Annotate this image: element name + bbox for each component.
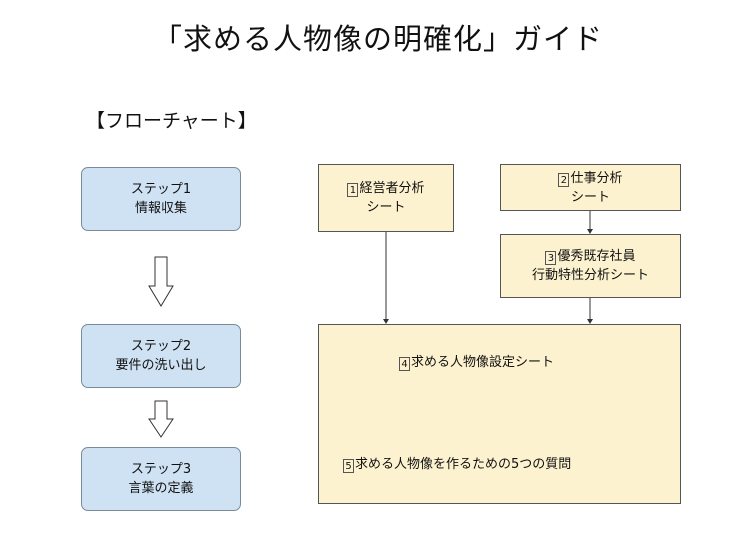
step-2-label: ステップ2 [130, 339, 192, 354]
page-title: 「求める人物像の明確化」ガイド [152, 22, 603, 56]
step-2-to-3-arrow [148, 400, 174, 438]
step-2-title: 要件の洗い出し [115, 358, 207, 373]
sheet-5-number: 5 [343, 459, 354, 473]
sheet-4-title: 求める人物像設定シート [411, 355, 555, 370]
step-1-title: 情報収集 [134, 201, 187, 216]
step-3-label: ステップ3 [130, 462, 192, 477]
sheet-1-title: 経営者分析 [359, 181, 425, 196]
step-2-box: ステップ2 要件の洗い出し [81, 324, 241, 388]
step-3-box: ステップ3 言葉の定義 [81, 447, 241, 511]
sheet-2-subtitle: シート [570, 189, 610, 205]
sheet-5-title: 求める人物像を作るための5つの質問 [355, 457, 572, 472]
step-3-title: 言葉の定義 [128, 481, 194, 496]
sheet-1-subtitle: シート [366, 200, 406, 215]
sheet-2-number: 2 [558, 172, 570, 187]
sheet-3-title: 優秀既存社員 [557, 249, 636, 264]
sheet-2-to-3-arrowhead [587, 229, 593, 234]
sheet-3-number: 3 [545, 251, 557, 265]
sheet-3-subtitle: 行動特性分析シート [531, 268, 649, 283]
step-1-to-2-arrow [148, 256, 174, 307]
sheet-3-to-4-arrowhead [587, 319, 593, 324]
step-1-label: ステップ1 [130, 182, 192, 197]
sheet-1-number: 1 [347, 183, 359, 197]
sheet-4-number: 4 [399, 357, 410, 371]
flowchart-heading: 【フローチャート】 [86, 110, 257, 132]
step-1-box: ステップ1 情報収集 [81, 167, 241, 231]
sheet-1-to-4-arrowhead [383, 319, 389, 324]
sheet-2-title: 仕事分析 [570, 170, 623, 186]
